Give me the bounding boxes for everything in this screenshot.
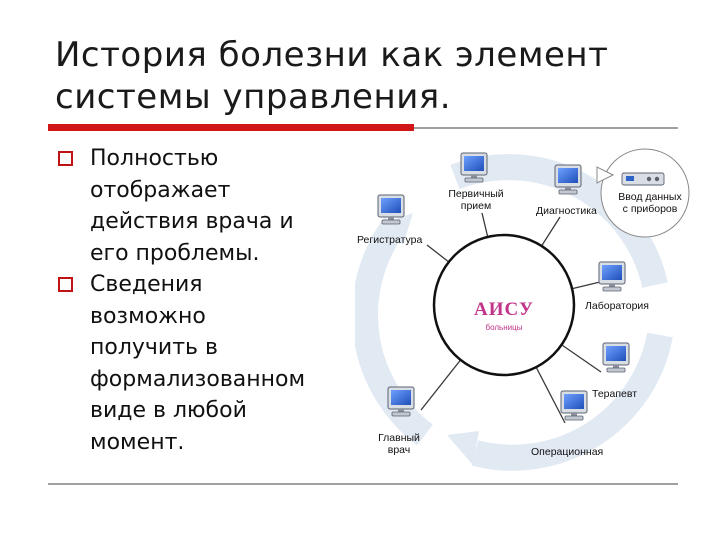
- node-label-line: врач: [387, 444, 411, 456]
- slide-title: История болезни как элемент системы упра…: [55, 34, 695, 118]
- title-underline-grey: [414, 127, 678, 129]
- bullet-line: отображает: [90, 177, 231, 203]
- bullet-line: момент.: [90, 429, 185, 455]
- bullet-line: возможно: [90, 303, 206, 329]
- node-label-line: с приборов: [622, 203, 678, 215]
- node-label-line: Первичный: [448, 188, 504, 200]
- node-label-surgery: Операционная: [531, 446, 604, 458]
- node-label-line: Ввод данных: [618, 191, 682, 203]
- diagram-graphics: [355, 148, 690, 471]
- computer-icon: [602, 342, 630, 373]
- bullet-line: его проблемы.: [90, 240, 260, 266]
- device-pointer: [596, 166, 615, 184]
- bullet-line: действия врача и: [90, 209, 294, 234]
- device-bubble: [600, 148, 690, 238]
- slide-title-line-2: системы управления.: [55, 77, 452, 117]
- bullet-line: виде в любой: [90, 398, 247, 423]
- node-label-reception: Регистратура: [357, 234, 423, 246]
- bullet-line: формализованном: [90, 366, 306, 392]
- bullet-box-icon: [58, 151, 73, 166]
- bullet-list: Полностью отображает действия врача и ег…: [56, 143, 346, 458]
- center-circle: [432, 233, 576, 377]
- bullet-item: Сведения возможно получить в формализова…: [56, 269, 346, 458]
- bottom-rule: [48, 483, 678, 485]
- bullet-line: получить в: [90, 335, 218, 360]
- center-subtitle: больницы: [485, 323, 523, 332]
- bullet-item: Полностью отображает действия врача и ег…: [56, 143, 346, 269]
- center-title: АИСУ: [474, 299, 534, 320]
- aisu-diagram: АИСУ больницы Регистратура Первичный при…: [355, 135, 701, 475]
- node-label-line: Главный: [378, 432, 420, 444]
- node-label-lab: Лаборатория: [585, 300, 649, 312]
- node-label-line: прием: [460, 200, 492, 212]
- bullet-line: Сведения: [90, 272, 203, 297]
- slide-title-line-1: История болезни как элемент: [55, 35, 609, 75]
- device-icon: [621, 172, 665, 186]
- node-label-primary: Первичный прием: [441, 188, 511, 212]
- node-label-diagnostics: Диагностика: [536, 205, 597, 217]
- node-label-therapist: Терапевт: [592, 388, 638, 400]
- computer-icon: [560, 390, 588, 421]
- bullet-line: Полностью: [90, 146, 219, 171]
- title-underline-red: [48, 124, 414, 131]
- node-label-device: Ввод данных с приборов: [615, 191, 685, 215]
- bullet-box-icon: [58, 277, 73, 292]
- node-label-chief: Главный врач: [369, 432, 429, 456]
- computer-icon: [598, 261, 626, 292]
